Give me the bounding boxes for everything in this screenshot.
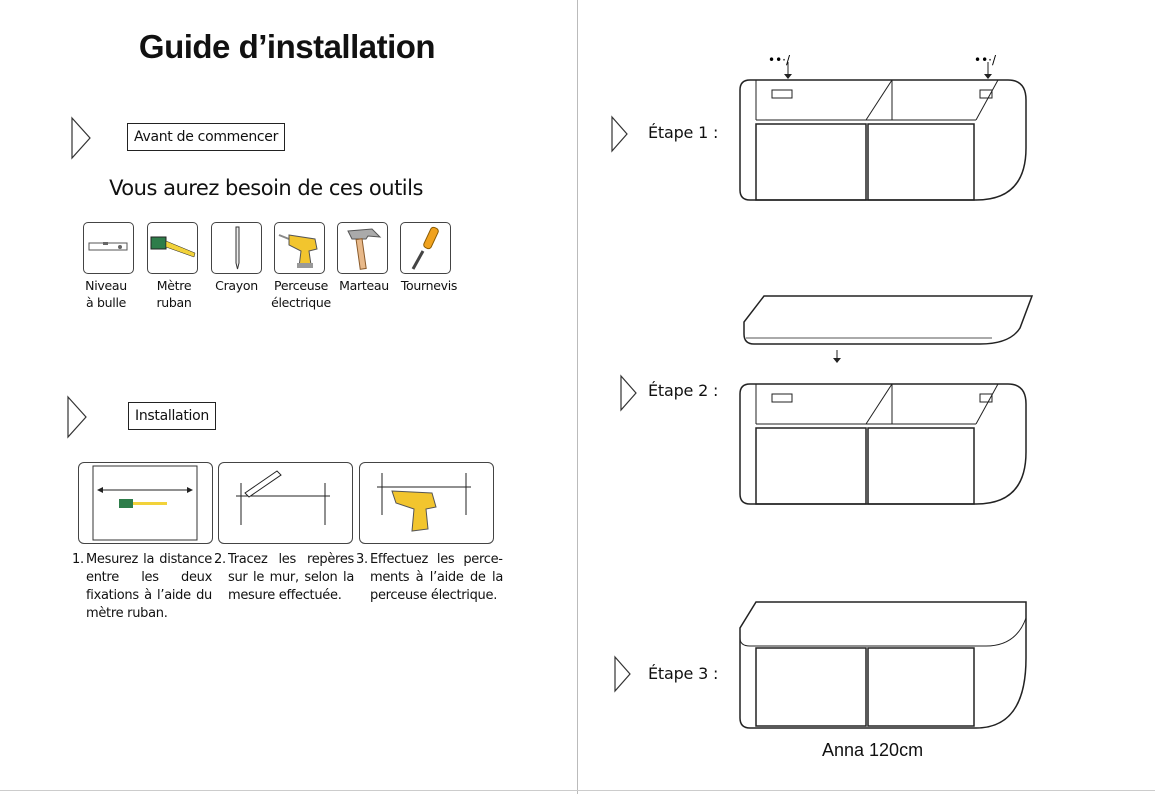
page-title: Guide d’installation (138, 28, 436, 65)
hammer-icon (337, 222, 388, 274)
chevron-right-icon (614, 655, 631, 693)
step2-illustration (218, 462, 353, 544)
chevron-right-icon (71, 116, 91, 160)
page-divider (577, 0, 578, 794)
section-label-installation: Installation (128, 402, 216, 430)
step3-illustration (359, 462, 494, 544)
chevron-right-icon (620, 374, 637, 412)
countertop-illustration (743, 295, 1034, 363)
cabinet-open-illustration: ••·/ ••·/ (739, 53, 1027, 201)
chevron-right-icon (611, 115, 628, 153)
tools-subtitle: Vous aurez besoin de ces outils (109, 176, 423, 200)
tool-label: Marteau (339, 278, 389, 293)
section-label-avant: Avant de commencer (127, 123, 286, 151)
step3-label: Étape 3 : (648, 664, 719, 683)
tape-measure-icon (147, 222, 198, 274)
svg-text:••·/: ••·/ (974, 53, 997, 67)
step-text-2: 2.Tracez les repères sur le mur, selon l… (214, 552, 354, 603)
cabinet-open-illustration (739, 383, 1027, 505)
step1-illustration (78, 462, 213, 544)
screwdriver-icon (400, 222, 451, 274)
chevron-right-icon (67, 395, 87, 439)
cabinet-assembled-illustration (739, 601, 1027, 729)
step1-label: Étape 1 : (648, 123, 719, 142)
step2-label: Étape 2 : (648, 381, 719, 400)
tool-label: Crayon (215, 278, 258, 293)
drill-icon (274, 222, 325, 274)
page-bottom-line (0, 790, 1155, 791)
tool-label: Tournevis (400, 278, 458, 293)
spirit-level-icon (83, 222, 134, 274)
model-name: Anna 120cm (822, 740, 924, 760)
step-text-1: 1.Mesurez la distance entre les deux fix… (72, 552, 212, 621)
pencil-icon (211, 222, 262, 274)
svg-text:••·/: ••·/ (768, 53, 791, 67)
step-text-3: 3.Effectuez les perce­ments à l’aide de … (356, 552, 503, 603)
